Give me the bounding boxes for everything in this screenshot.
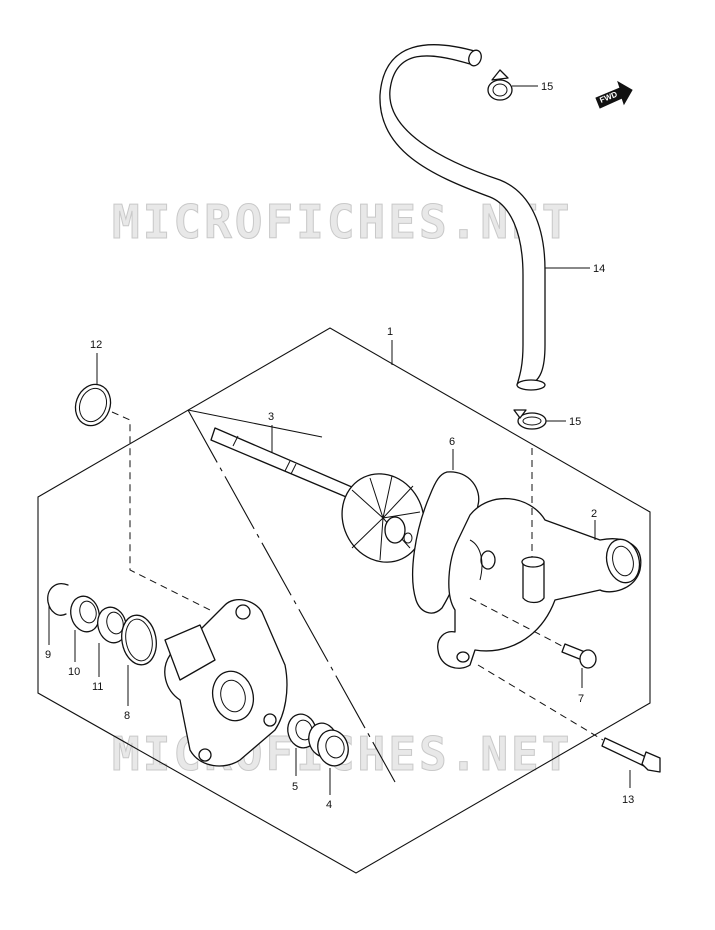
callout-15-top: 15 xyxy=(541,81,553,93)
callout-labels: 1 2 3 4 5 6 7 8 9 10 11 12 13 14 15 15 xyxy=(45,81,634,811)
callout-11: 11 xyxy=(92,681,103,693)
impeller-shaft xyxy=(210,427,425,563)
callout-15-bottom: 15 xyxy=(569,416,581,428)
mechanical-seal xyxy=(308,722,349,767)
leader-lines xyxy=(48,85,631,795)
assembly-frame xyxy=(37,327,651,874)
callout-13: 13 xyxy=(622,794,634,806)
o-ring-small xyxy=(121,614,157,666)
hose-clamp-bottom xyxy=(513,409,547,430)
pump-gasket xyxy=(412,471,480,614)
callout-9: 9 xyxy=(45,649,51,661)
callout-3: 3 xyxy=(268,411,274,423)
water-hose xyxy=(379,44,546,391)
o-ring-large xyxy=(74,383,112,427)
callout-12: 12 xyxy=(90,339,102,351)
impeller xyxy=(341,473,425,563)
bearing-outer xyxy=(70,595,100,633)
callout-6: 6 xyxy=(449,436,455,448)
callout-14: 14 xyxy=(593,263,605,275)
callout-4: 4 xyxy=(326,799,332,811)
callout-8: 8 xyxy=(124,710,130,722)
callout-2: 2 xyxy=(591,508,597,520)
watermark-top: MICROFICHES.NET xyxy=(112,195,572,249)
e-clip xyxy=(47,583,69,616)
callout-7: 7 xyxy=(578,693,584,705)
hose-clamp-top xyxy=(487,69,513,101)
callout-5: 5 xyxy=(292,781,298,793)
screw-small xyxy=(469,597,597,669)
forward-arrow-badge: FWD xyxy=(595,80,633,109)
callout-10: 10 xyxy=(68,666,80,678)
pump-cover xyxy=(111,411,288,767)
bolt-long xyxy=(477,664,661,773)
callout-1: 1 xyxy=(387,326,393,338)
pump-body xyxy=(437,448,642,669)
